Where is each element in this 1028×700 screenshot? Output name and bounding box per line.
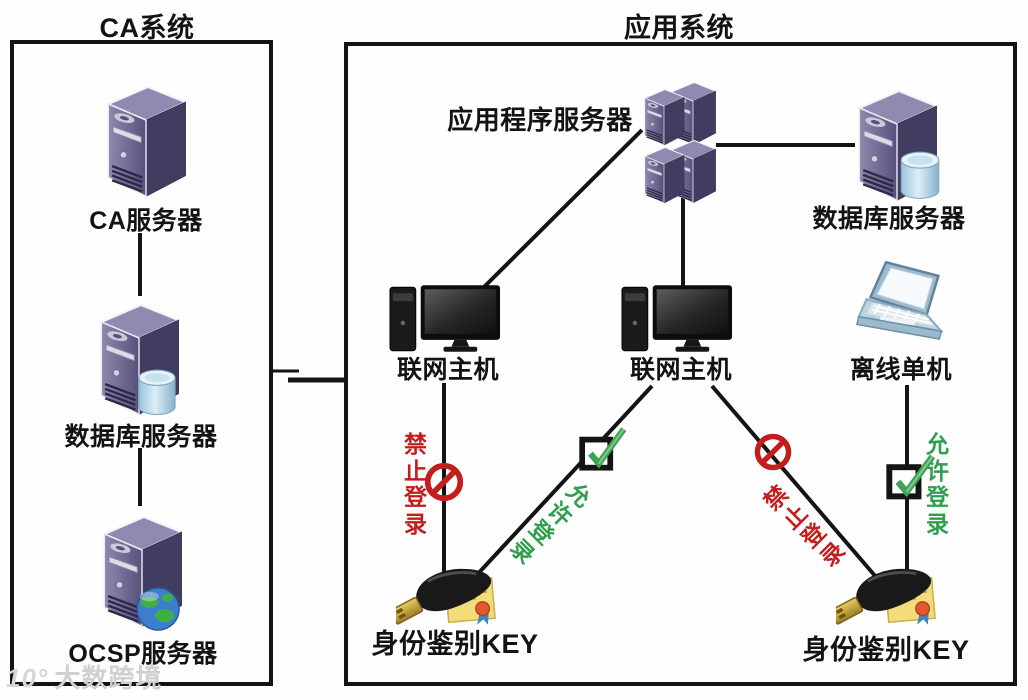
- ca-box-title: CA系统: [99, 13, 195, 43]
- identity-key1-label: 身份鉴别KEY: [371, 629, 539, 659]
- identity-key2-label: 身份鉴别KEY: [802, 635, 970, 665]
- no-entry-icon: [752, 431, 794, 473]
- allow-login-right-text: 允许登录: [926, 431, 949, 538]
- identity-key2-icon: [836, 566, 948, 628]
- networked-host2-icon: [620, 283, 734, 355]
- ocsp-globe-icon: [135, 586, 181, 632]
- networked-host1-icon: [388, 283, 502, 355]
- checkbox-checked-icon: [578, 424, 630, 476]
- offline-laptop-label: 离线单机: [849, 356, 953, 384]
- app-database-cylinder-icon: [898, 150, 942, 202]
- ca-database-server-label: 数据库服务器: [64, 423, 218, 451]
- networked-host1-label: 联网主机: [396, 356, 500, 384]
- watermark-logo: 10°: [6, 663, 49, 693]
- identity-key1-icon: [396, 566, 508, 628]
- line-host2-key2-denied: [710, 384, 878, 579]
- app-box-title: 应用系统: [624, 13, 734, 43]
- ca-server-icon: [99, 75, 193, 199]
- app-database-server-label: 数据库服务器: [812, 205, 966, 233]
- ca-system-box: [10, 40, 273, 686]
- networked-host2-label: 联网主机: [629, 356, 733, 384]
- app-system-box: [344, 42, 1017, 686]
- deny-login-left-text: 禁止登录: [404, 431, 427, 538]
- ocsp-server-label: OCSP服务器: [68, 640, 218, 668]
- checkbox-checked-icon: [885, 451, 939, 505]
- no-entry-icon: [422, 460, 466, 504]
- watermark: 10°大数跨境: [6, 658, 162, 695]
- ca-server-label: CA服务器: [89, 207, 203, 235]
- line-host2-key1-allowed: [472, 384, 654, 580]
- app-server-cluster-icon: [640, 141, 688, 205]
- offline-laptop-icon: [851, 258, 953, 352]
- line-appserver-host1: [481, 128, 644, 290]
- watermark-text: 大数跨境: [54, 663, 163, 693]
- app-server-label: 应用程序服务器: [447, 105, 633, 135]
- ca-database-cylinder-icon: [136, 368, 178, 418]
